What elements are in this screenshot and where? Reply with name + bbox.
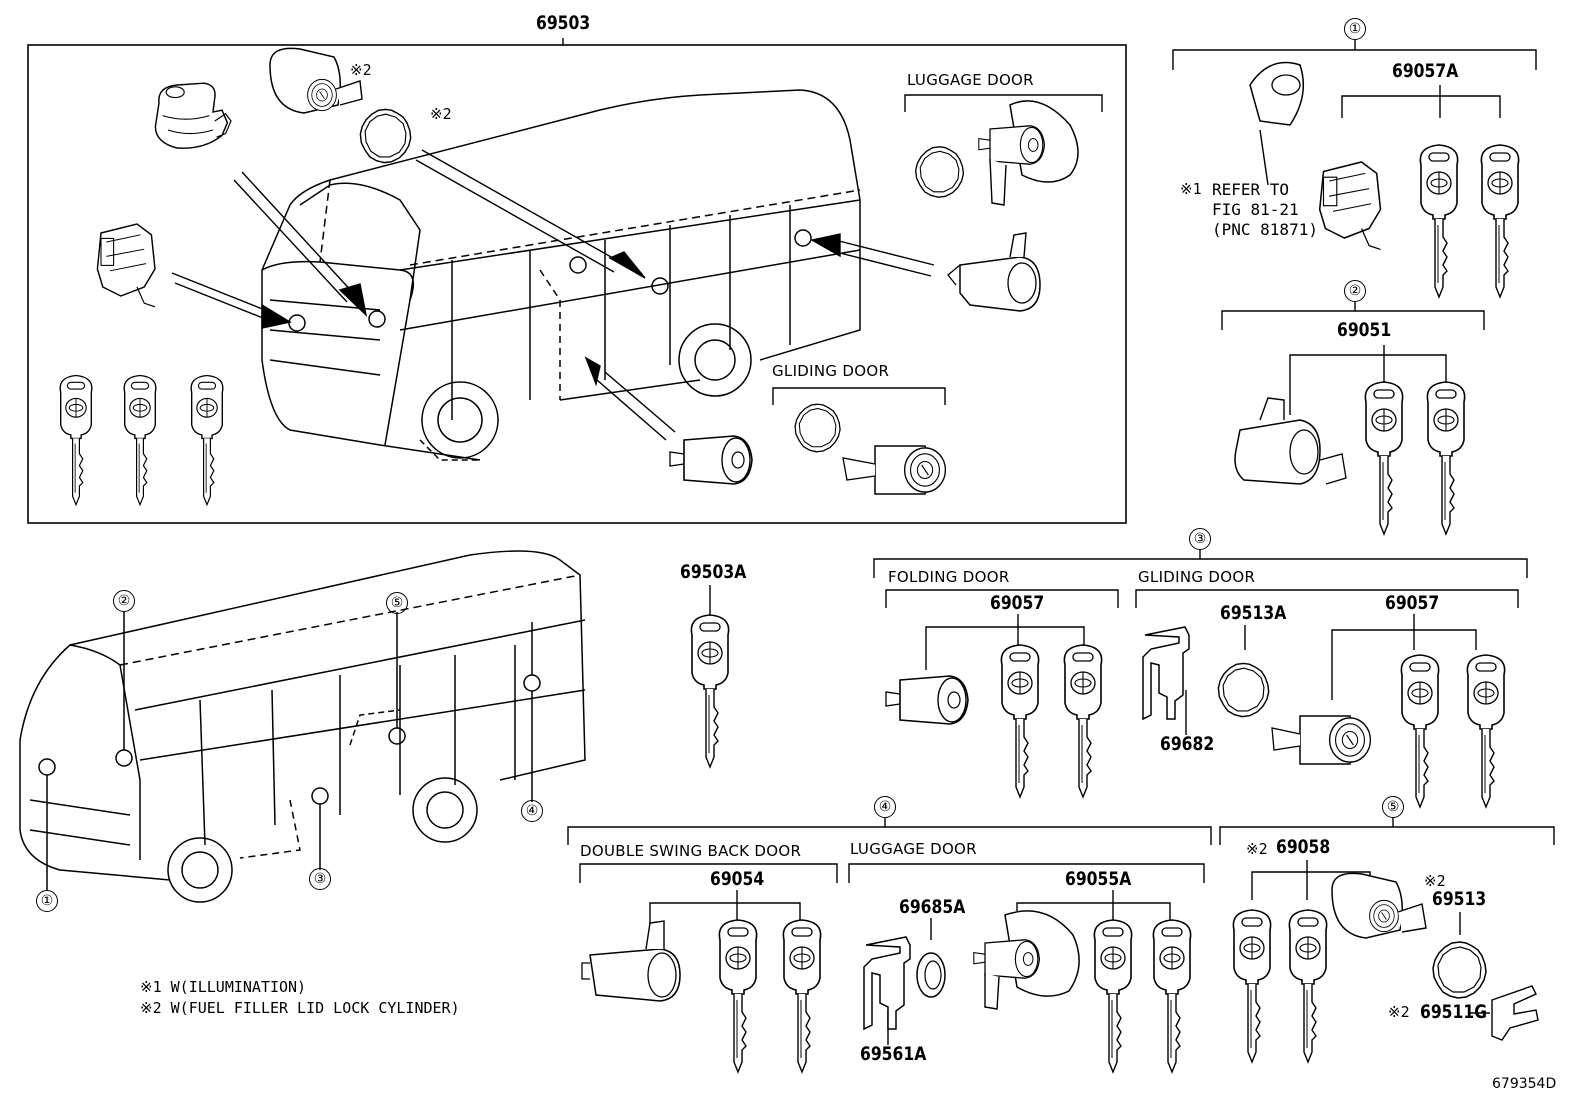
part-number-69057-gliding: 69057 [1385,592,1440,614]
mark-2-d: ※2 [1424,872,1446,890]
footnote-2: ※2 W(FUEL FILLER LID LOCK CYLINDER) [140,999,460,1017]
mark-2-a: ※2 [350,61,372,79]
footnote-1: ※1 W(ILLUMINATION) [140,978,307,996]
top-parts [59,47,1079,506]
section-2 [1221,302,1485,415]
bus-callout-2: ② [113,590,135,612]
part-number-69561A: 69561A [860,1043,927,1065]
refer-line-1: REFER TO [1212,180,1290,199]
label-luggage-door-top: LUGGAGE DOOR [907,71,1034,89]
label-folding-door: FOLDING DOOR [888,568,1010,586]
refer-line-2: FIG 81-21 [1212,200,1299,219]
callout-5: ⑤ [1382,796,1404,818]
mark-1: ※1 [1180,180,1202,198]
bus-callout-1: ① [36,890,58,912]
label-gliding-door-top: GLIDING DOOR [772,362,890,380]
section-1 [1172,40,1537,186]
bus-callout-3: ③ [309,868,331,890]
refer-line-3: (PNC 81871) [1212,220,1318,239]
part-number-69057-folding: 69057 [990,592,1045,614]
mark-2-e: ※2 [1388,1003,1410,1021]
arrows-top [171,149,935,441]
part-number-69511G: 69511G [1420,1001,1487,1023]
label-gliding-door-mid: GLIDING DOOR [1138,568,1256,586]
part-number-69054: 69054 [710,868,765,890]
section-3 [873,550,1528,735]
bus-callout-5: ⑤ [386,592,408,614]
part-number-69513A: 69513A [1220,602,1287,624]
mark-2-b: ※2 [430,105,452,123]
part-number-69503A: 69503A [680,561,747,583]
callout-3: ③ [1189,528,1211,550]
brackets-top [772,94,1103,405]
catalog-number: 679354D [1492,1076,1557,1092]
part-number-69503: 69503 [536,12,591,34]
part-number-69682: 69682 [1160,733,1215,755]
callout-1: ① [1344,18,1366,40]
label-luggage-door-bottom: LUGGAGE DOOR [850,840,977,858]
assembly-69503-box [27,38,1127,524]
part-number-69051: 69051 [1337,319,1392,341]
label-double-swing-back-door: DOUBLE SWING BACK DOOR [580,842,802,860]
switch-81871-icon [1249,61,1305,126]
part-number-69055A: 69055A [1065,868,1132,890]
part-number-69513: 69513 [1432,888,1487,910]
callout-4: ④ [874,796,896,818]
part-number-69058: 69058 [1276,836,1331,858]
part-number-69685A: 69685A [899,896,966,918]
callout-2: ② [1344,280,1366,302]
mark-2-c: ※2 [1246,840,1268,858]
van-outline-top [261,89,861,461]
bus-callout-4: ④ [521,800,543,822]
part-number-69057A: 69057A [1392,60,1459,82]
van-outline-bottom [19,550,586,903]
